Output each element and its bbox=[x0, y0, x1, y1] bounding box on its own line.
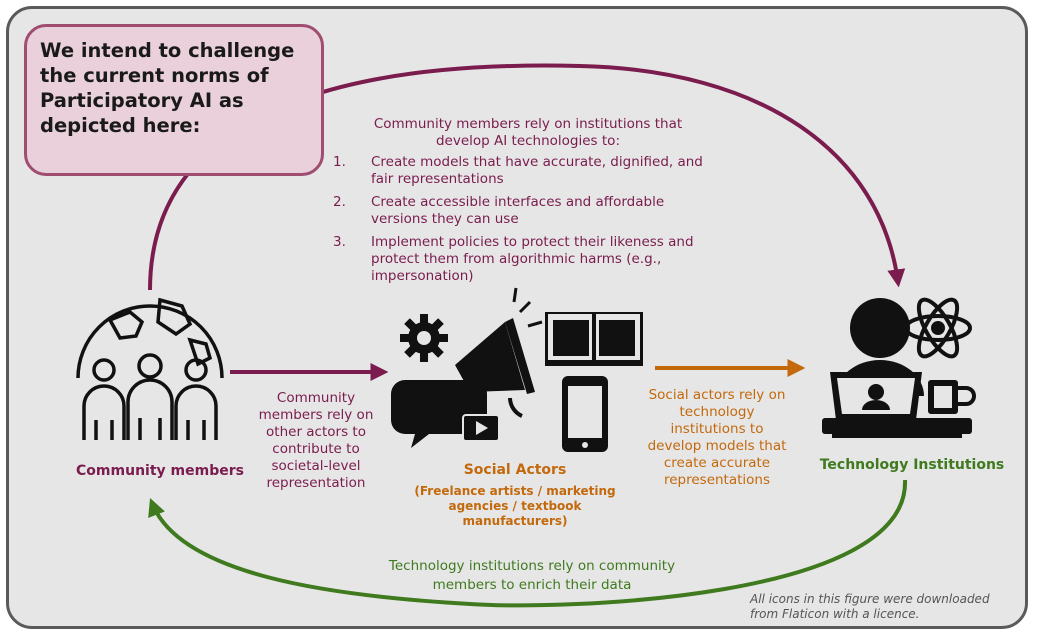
tech-to-community-text: Technology institutions rely on communit… bbox=[388, 558, 676, 593]
icon-credit-note: All icons in this figure were downloaded… bbox=[750, 592, 990, 621]
technology-institutions-label: Technology Institutions bbox=[819, 457, 1005, 473]
social-actors-label: Social Actors bbox=[463, 462, 567, 478]
community-members-label: Community members bbox=[76, 463, 244, 479]
callout-box bbox=[24, 24, 324, 176]
item-text: Implement policies to protect their like… bbox=[371, 234, 694, 284]
item-number: 3. bbox=[333, 234, 346, 250]
social-to-tech-text: Social actors rely on technology institu… bbox=[647, 387, 787, 488]
globe-people-icon bbox=[76, 297, 224, 440]
book-icon bbox=[545, 312, 643, 366]
phone-icon bbox=[562, 376, 608, 452]
item-text: Create models that have accurate, dignif… bbox=[371, 154, 703, 187]
item-number: 2. bbox=[333, 194, 346, 210]
megaphone-book-phone-icon bbox=[391, 287, 643, 452]
item-number: 1. bbox=[333, 154, 346, 170]
mug-icon bbox=[928, 380, 976, 414]
desk-icon bbox=[822, 418, 972, 434]
gear-icon bbox=[400, 314, 448, 362]
callout-text: We intend to challenge the current norms… bbox=[40, 39, 295, 137]
item-text: Create accessible interfaces and afforda… bbox=[371, 194, 665, 227]
social-actors-sublabel: (Freelance artists / marketing agencies … bbox=[414, 484, 616, 528]
atom-icon bbox=[904, 297, 972, 359]
megaphone-icon bbox=[455, 322, 525, 392]
person-laptop-atom-icon bbox=[822, 297, 976, 438]
top-arrow-intro: Community members rely on institutions t… bbox=[373, 116, 683, 149]
laptop-icon bbox=[830, 372, 922, 420]
community-to-social-text: Community members rely on other actors t… bbox=[258, 390, 374, 491]
arrow-tech-to-community bbox=[148, 479, 908, 608]
